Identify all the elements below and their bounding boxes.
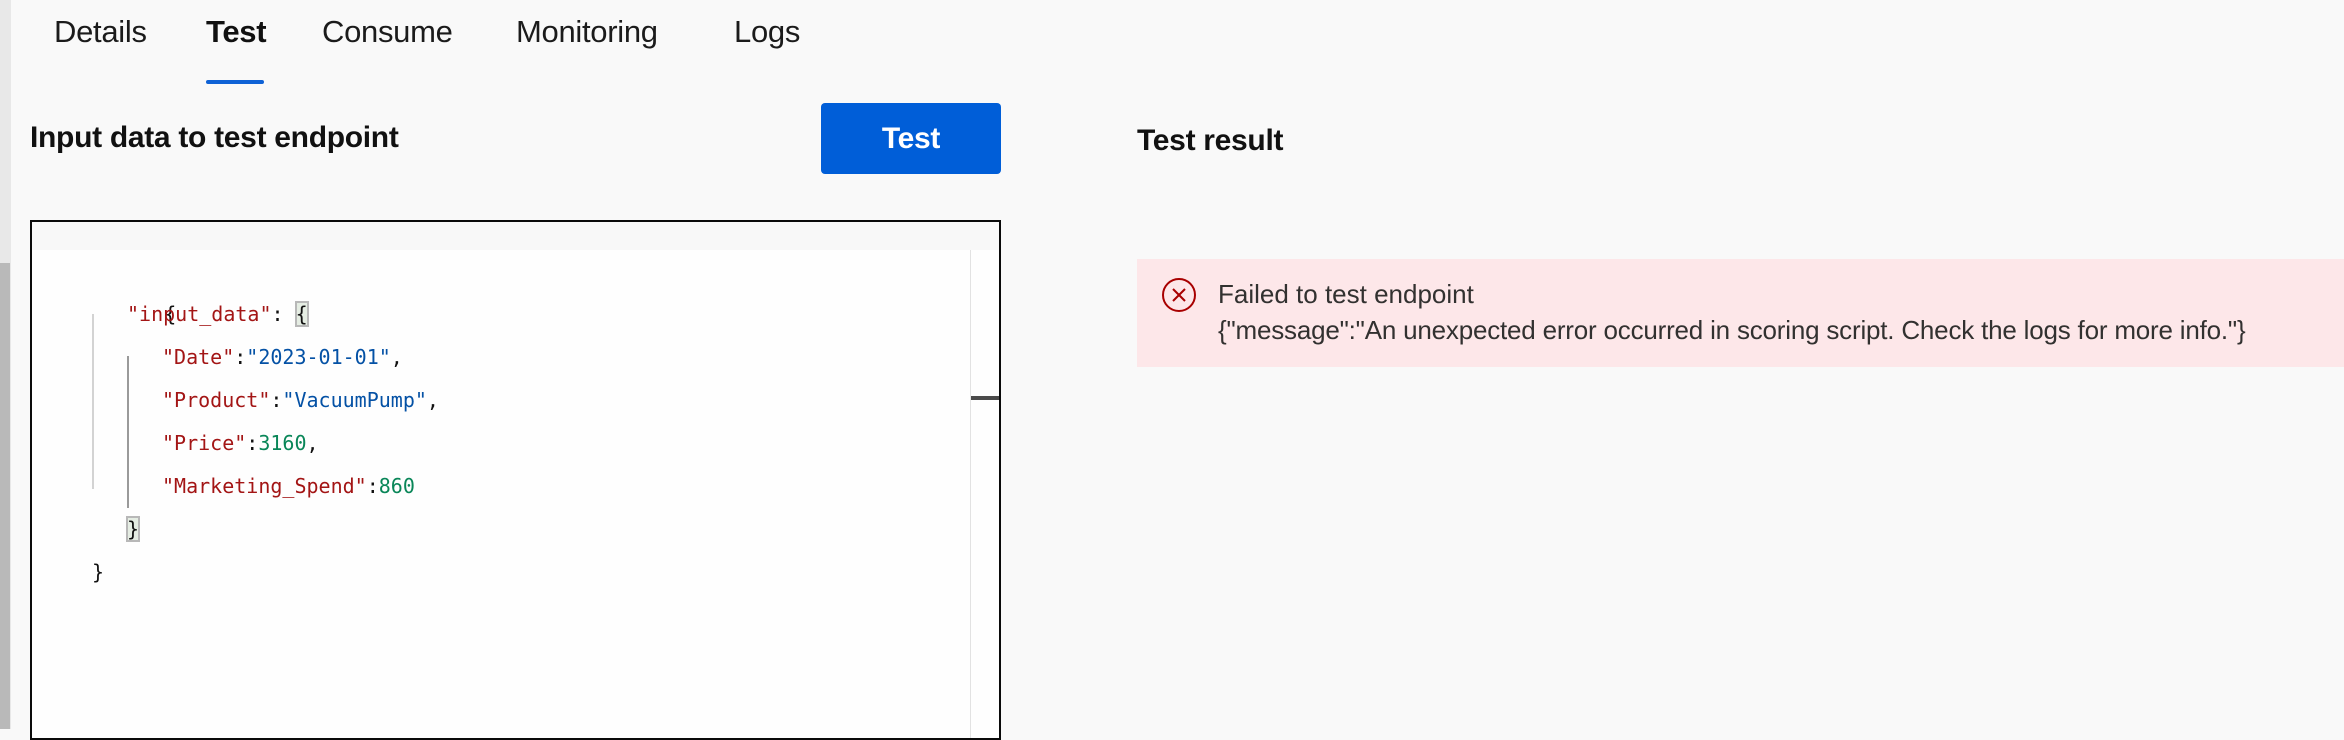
json-string-value: "VacuumPump" [282, 388, 427, 412]
result-panel-title: Test result [1137, 124, 1284, 157]
json-separator: : [270, 388, 283, 412]
tab-monitoring[interactable]: Monitoring [516, 14, 658, 49]
json-key: "input_data" [127, 302, 272, 326]
code-line-7: } [125, 508, 141, 551]
brace-open: { [164, 302, 177, 326]
active-tab-indicator [206, 80, 264, 84]
overview-ruler-cursor-mark [971, 396, 999, 400]
code-line-4: "Product":"VacuumPump", [162, 379, 439, 422]
code-line-5: "Price":3160, [162, 422, 319, 465]
brace-close-matched: } [125, 516, 141, 542]
left-scrollbar-thumb[interactable] [0, 263, 10, 729]
test-button[interactable]: Test [821, 103, 1001, 174]
json-separator: : [271, 302, 296, 326]
tab-logs[interactable]: Logs [734, 14, 801, 49]
code-line-6: "Marketing_Spend":860 [162, 465, 415, 508]
json-number-value: 3160 [258, 431, 307, 455]
code-line-8: } [92, 551, 104, 594]
json-key: "Price" [162, 431, 247, 455]
json-string-value: "2023-01-01" [246, 345, 391, 369]
json-comma: , [426, 388, 439, 412]
code-line-3: "Date":"2023-01-01", [162, 336, 403, 379]
json-key: "Product" [162, 388, 271, 412]
editor-top-padding [32, 222, 999, 250]
json-separator: : [366, 474, 379, 498]
json-input-editor[interactable]: { "input_data": { "Date":"2023-01-01", "… [30, 220, 1001, 740]
json-key: "Marketing_Spend" [162, 474, 367, 498]
tab-test[interactable]: Test [206, 14, 267, 49]
json-key: "Date" [162, 345, 235, 369]
error-title: Failed to test endpoint [1218, 279, 1474, 309]
json-comma: , [390, 345, 403, 369]
editor-vertical-scrollbar[interactable] [970, 250, 999, 738]
code-area[interactable]: { "input_data": { "Date":"2023-01-01", "… [32, 250, 967, 738]
code-line-2: "input_data": { [127, 293, 309, 336]
error-message: {"message":"An unexpected error occurred… [1218, 315, 2246, 345]
error-message-bar: Failed to test endpoint {"message":"An u… [1137, 259, 2344, 367]
json-separator: : [234, 345, 247, 369]
brace-close: } [92, 560, 105, 584]
tab-bar: Details Test Consume Monitoring Logs [0, 0, 1100, 90]
tab-consume[interactable]: Consume [322, 14, 453, 49]
indent-guide-active [127, 356, 129, 508]
tab-details[interactable]: Details [54, 14, 147, 49]
json-separator: : [246, 431, 259, 455]
code-line-1: { [92, 250, 176, 326]
json-comma: , [306, 431, 319, 455]
brace-open-matched: { [294, 301, 309, 327]
json-number-value: 860 [378, 474, 415, 498]
error-circle-x-icon [1161, 277, 1197, 313]
input-panel-title: Input data to test endpoint [30, 121, 399, 154]
indent-guide [92, 314, 94, 489]
left-scrollbar[interactable] [0, 0, 11, 729]
